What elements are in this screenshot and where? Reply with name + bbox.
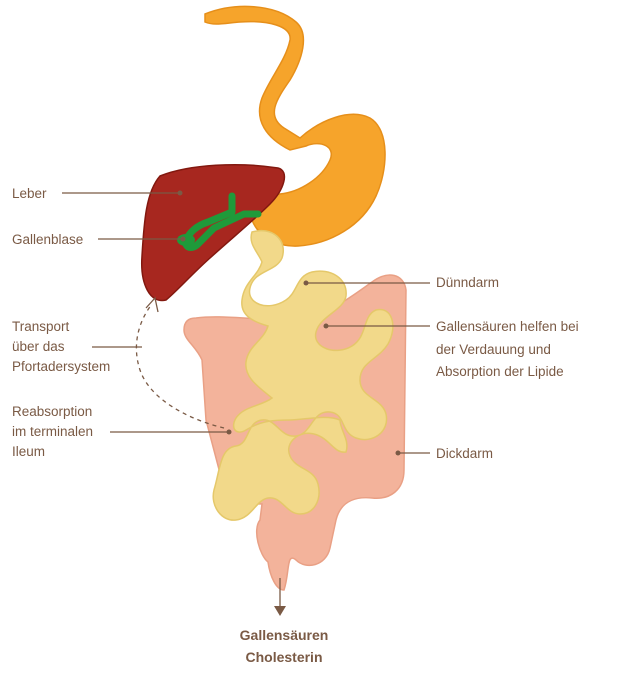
leader-dot-duenndarm	[303, 280, 309, 286]
label-output-2: Cholesterin	[245, 649, 322, 665]
transport-arrowhead-icon	[145, 296, 159, 313]
label-reabsorption-2: im terminalen	[12, 424, 93, 439]
label-output-1: Gallensäuren	[240, 627, 329, 643]
leader-dot-gallensaeuren	[323, 323, 329, 329]
label-gallensaeuren-2: der Verdauung und	[436, 342, 551, 357]
label-dickdarm: Dickdarm	[436, 446, 493, 461]
label-transport-1: Transport	[12, 319, 70, 334]
leader-dot-leber	[177, 190, 183, 196]
label-reabsorption-3: Ileum	[12, 444, 45, 459]
label-reabsorption-1: Reabsorption	[12, 404, 92, 419]
label-gallensaeuren-3: Absorption der Lipide	[436, 364, 564, 379]
label-duenndarm: Dünndarm	[436, 275, 499, 290]
output-arrowhead-icon	[274, 606, 286, 616]
leader-dot-gallenblase	[180, 236, 186, 242]
label-transport-3: Pfortadersystem	[12, 359, 110, 374]
small-intestine	[212, 229, 394, 521]
label-transport-2: über das	[12, 339, 65, 354]
leader-dot-dickdarm	[395, 450, 401, 456]
label-leber: Leber	[12, 186, 47, 201]
leader-dot-reabsorption	[226, 429, 232, 435]
label-gallenblase: Gallenblase	[12, 232, 83, 247]
label-gallensaeuren-1: Gallensäuren helfen bei	[436, 319, 579, 334]
transport-dashed-arrow	[135, 303, 225, 429]
